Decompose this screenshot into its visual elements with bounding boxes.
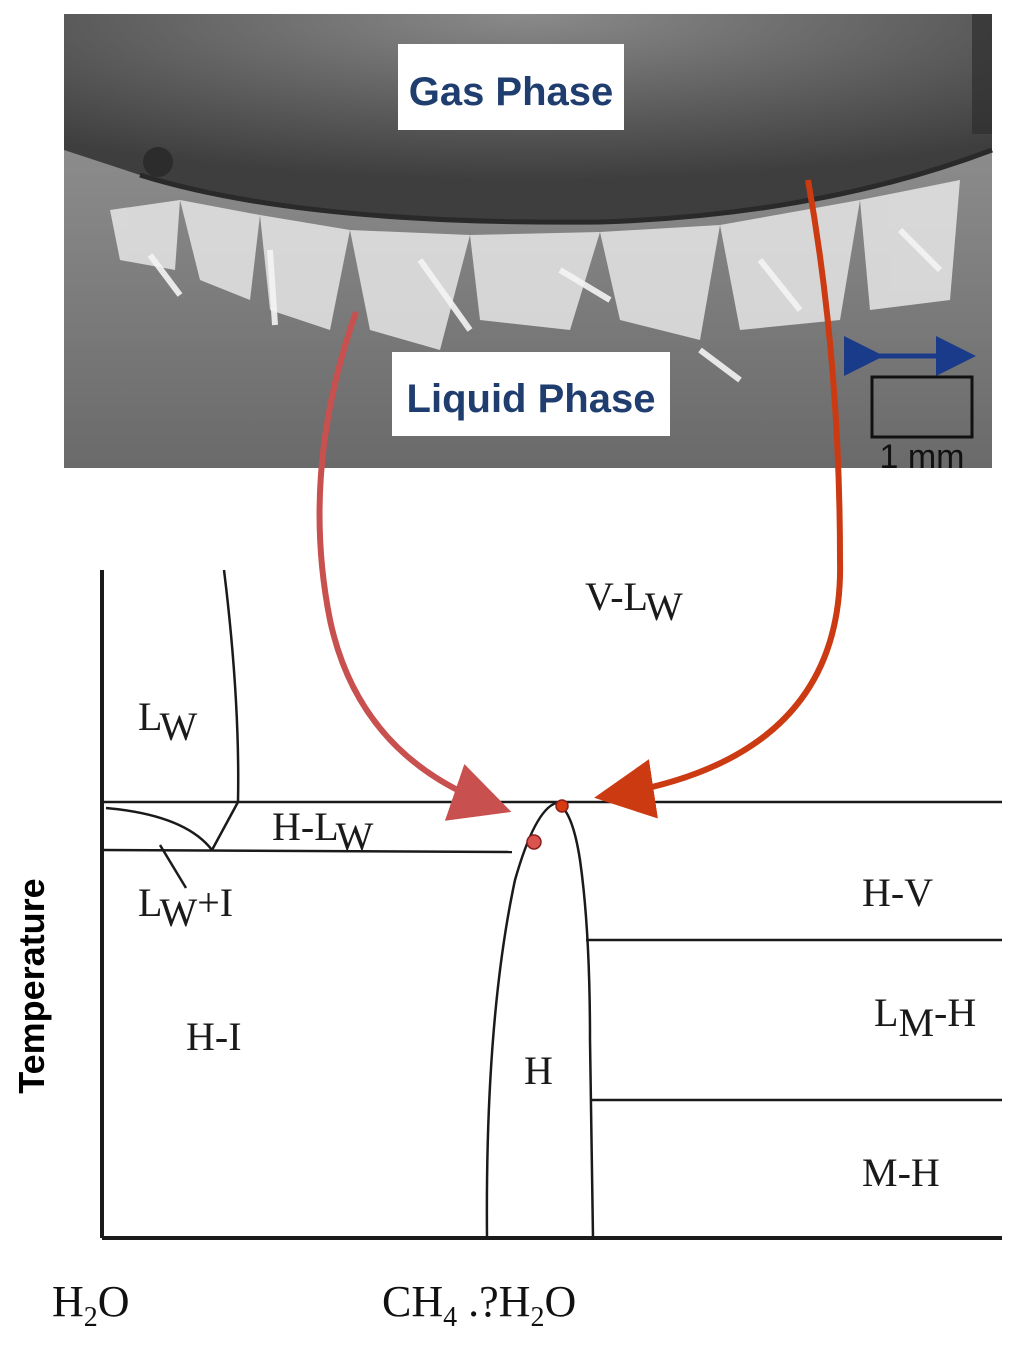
- gas-phase-label: Gas Phase: [409, 70, 614, 114]
- scale-label: 1 mm: [880, 438, 965, 476]
- crystal-needles: [147, 227, 943, 383]
- region-h-v: H-V: [862, 870, 933, 915]
- region-lw-i: LW+I: [138, 880, 233, 935]
- scale-box: [870, 375, 974, 439]
- region-v-lw: V-LW: [585, 574, 683, 629]
- lower-point-marker: [526, 834, 542, 850]
- arrow-liquid-to-diagram: [316, 310, 512, 821]
- hydrate-crystals: [110, 180, 960, 350]
- region-m-h: M-H: [862, 1150, 940, 1195]
- gas-label-box: [398, 44, 624, 130]
- cell-wall: [972, 14, 992, 134]
- region-lm-h: LM-H: [874, 990, 976, 1045]
- region-lw: LW: [138, 694, 197, 749]
- phase-diagram: [100, 569, 1002, 1240]
- meniscus: [139, 147, 993, 225]
- region-h-lw: H-LW: [272, 804, 374, 859]
- lower-three-phase-line: [101, 848, 513, 854]
- y-axis-label: Temperature: [11, 878, 52, 1093]
- liquid-label-box: [392, 352, 670, 436]
- x-label-ch4-hydrate: CH4 .?H2O: [382, 1277, 576, 1333]
- bubble: [143, 147, 173, 177]
- region-h: H: [524, 1048, 553, 1093]
- upper-point-marker: [555, 799, 569, 813]
- liquid-phase-label: Liquid Phase: [407, 377, 656, 421]
- arrow-gas-to-diagram: [594, 179, 844, 819]
- lw-i-pointer: [158, 844, 188, 889]
- ice-liquidus-line: [210, 569, 240, 851]
- photo-panel: Gas Phase Liquid Phase 1 mm: [64, 14, 993, 476]
- x-label-h2o: H2O: [52, 1277, 130, 1333]
- lw-i-curve: [105, 806, 213, 851]
- hydrate-envelope: [485, 801, 595, 1239]
- region-h-i: H-I: [186, 1014, 242, 1059]
